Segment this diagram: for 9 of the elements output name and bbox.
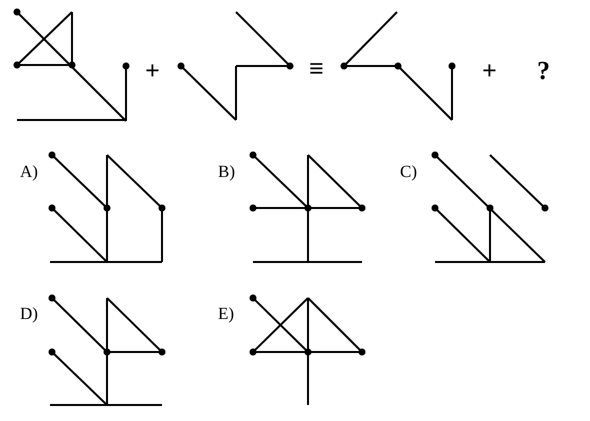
plus-sign: + <box>482 58 497 84</box>
option-label: B) <box>218 163 235 180</box>
option-label: C) <box>400 163 417 180</box>
equivalence-sign: ≡ <box>309 56 324 82</box>
option-label: A) <box>20 163 38 180</box>
option-label: D) <box>20 305 38 322</box>
plus-sign: + <box>145 58 160 84</box>
option-label: E) <box>218 305 234 322</box>
question-mark: ? <box>537 58 550 84</box>
